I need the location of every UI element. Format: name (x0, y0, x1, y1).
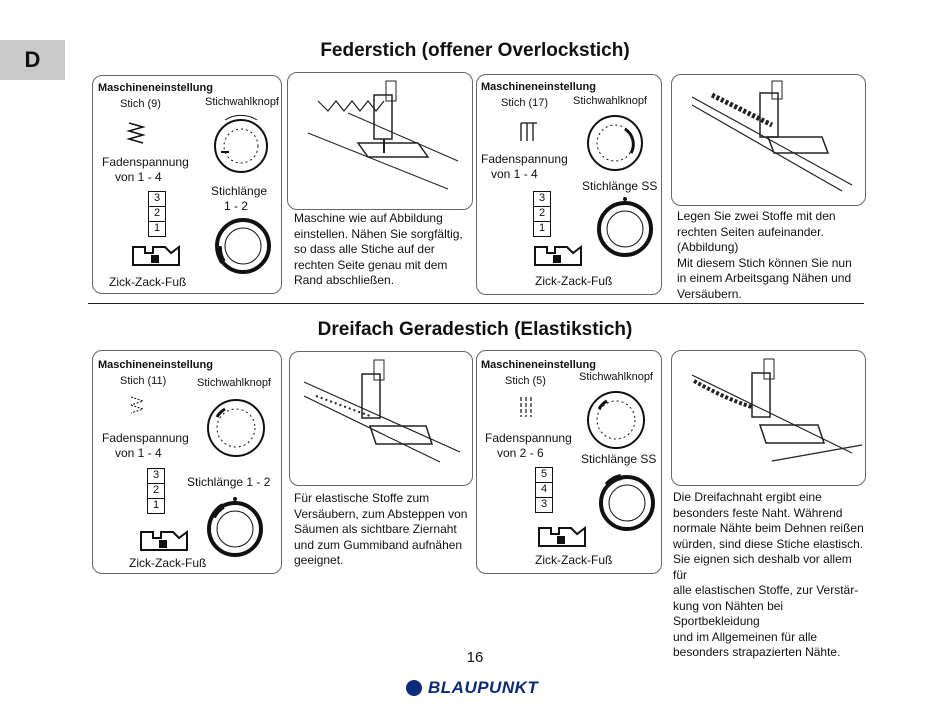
stitch-length-dial-icon (595, 199, 655, 259)
tension-value: von 1 - 4 (115, 446, 162, 460)
stitch-length-dial-icon (213, 216, 273, 276)
sewing-machine-illustration (672, 75, 865, 205)
sewing-machine-illustration (290, 352, 472, 485)
triple-straight-stitch-symbol-icon (519, 395, 533, 419)
triple-zigzag-symbol-icon (129, 395, 151, 419)
stitch-number: Stich (9) (120, 98, 161, 110)
page-number: 16 (460, 649, 490, 666)
presser-foot-label: Zick-Zack-Fuß (109, 275, 186, 289)
stitch-number: Stich (5) (505, 375, 546, 387)
instruction-text: Die Dreifachnaht ergibt eine besonders f… (673, 490, 868, 661)
stretch-stitch-symbol-icon (519, 121, 539, 143)
tension-scale: 5 4 3 (535, 467, 553, 513)
presser-foot-label: Zick-Zack-Fuß (535, 274, 612, 288)
stitch-length-label: Stichlänge SS (581, 452, 656, 466)
brand-dot-icon (405, 679, 423, 697)
tension-scale-mark: 1 (149, 222, 165, 236)
brand-logo: BLAUPUNKT (405, 678, 538, 698)
zigzag-foot-icon (537, 524, 587, 550)
tension-scale-mark: 1 (148, 499, 164, 513)
sewing-illustration-frame (287, 72, 473, 210)
sewing-machine-illustration (288, 73, 472, 209)
instruction-text: Für elastische Stoffe zum Versäubern, zu… (294, 491, 474, 569)
sewing-machine-illustration (672, 351, 865, 485)
tension-label: Fadenspannung (481, 152, 568, 166)
feather-stitch-symbol-icon (125, 121, 149, 149)
stitch-selector-label: Stichwahlknopf (205, 96, 279, 108)
zigzag-foot-icon (139, 528, 189, 554)
instruction-text: Maschine wie auf Abbildung einstellen. N… (294, 211, 474, 289)
sewing-illustration-frame (671, 350, 866, 486)
tension-value: von 1 - 4 (115, 170, 162, 184)
tension-scale: 3 2 1 (147, 468, 165, 514)
tension-scale-mark: 3 (536, 498, 552, 512)
instruction-text: Legen Sie zwei Stoffe mit den rechten Se… (677, 209, 867, 302)
tension-label: Fadenspannung (102, 431, 189, 445)
sewing-illustration-frame (671, 74, 866, 206)
tension-scale: 3 2 1 (148, 191, 166, 237)
presser-foot-label: Zick-Zack-Fuß (129, 556, 206, 570)
panel-header: Maschineneinstellung (98, 82, 213, 94)
presser-foot-label: Zick-Zack-Fuß (535, 553, 612, 567)
stitch-number: Stich (11) (120, 375, 166, 387)
section-divider (88, 303, 864, 304)
stitch-selector-dial-icon (585, 113, 645, 173)
tension-scale-mark: 4 (536, 483, 552, 498)
stitch-selector-dial-icon (211, 114, 271, 174)
zigzag-foot-icon (131, 243, 181, 269)
stitch-length-label: Stichlänge (211, 184, 267, 198)
tension-scale-mark: 3 (149, 192, 165, 207)
brand-name: BLAUPUNKT (428, 678, 538, 698)
panel-header: Maschineneinstellung (98, 359, 213, 371)
tension-scale-mark: 5 (536, 468, 552, 483)
machine-settings-panel: Maschineneinstellung Stich (17) Stichwah… (476, 74, 662, 295)
zigzag-foot-icon (533, 243, 583, 269)
machine-settings-panel: Maschineneinstellung Stich (11) Stichwah… (92, 350, 282, 574)
machine-settings-panel: Maschineneinstellung Stich (9) Stichwahl… (92, 75, 282, 294)
stitch-length-label: Stichlänge SS (582, 179, 657, 193)
machine-settings-panel: Maschineneinstellung Stich (5) Stichwahl… (476, 350, 662, 574)
stitch-length-dial-icon (597, 473, 657, 533)
stitch-selector-label: Stichwahlknopf (573, 95, 647, 107)
stitch-length-label: Stichlänge 1 - 2 (187, 475, 270, 489)
stitch-selector-label: Stichwahlknopf (197, 377, 271, 389)
tension-value: von 1 - 4 (491, 167, 538, 181)
section-title-triple-straight-stitch: Dreifach Geradestich (Elastikstich) (0, 319, 950, 341)
tension-label: Fadenspannung (102, 155, 189, 169)
tension-value: von 2 - 6 (497, 446, 544, 460)
stitch-length-value: 1 - 2 (224, 199, 248, 213)
stitch-selector-dial-icon (585, 389, 647, 451)
section-title-featherstitch: Federstich (offener Overlockstich) (0, 40, 950, 62)
sewing-illustration-frame (289, 351, 473, 486)
tension-scale: 3 2 1 (533, 191, 551, 237)
stitch-number: Stich (17) (501, 97, 548, 109)
tension-scale-mark: 2 (149, 207, 165, 222)
panel-header: Maschineneinstellung (481, 359, 596, 371)
tension-scale-mark: 2 (148, 484, 164, 499)
stitch-selector-dial-icon (205, 397, 267, 459)
tension-label: Fadenspannung (485, 431, 572, 445)
tension-scale-mark: 2 (534, 207, 550, 222)
stitch-selector-label: Stichwahlknopf (579, 371, 653, 383)
tension-scale-mark: 1 (534, 222, 550, 236)
tension-scale-mark: 3 (148, 469, 164, 484)
panel-header: Maschineneinstellung (481, 81, 596, 93)
tension-scale-mark: 3 (534, 192, 550, 207)
stitch-length-dial-icon (205, 499, 265, 559)
